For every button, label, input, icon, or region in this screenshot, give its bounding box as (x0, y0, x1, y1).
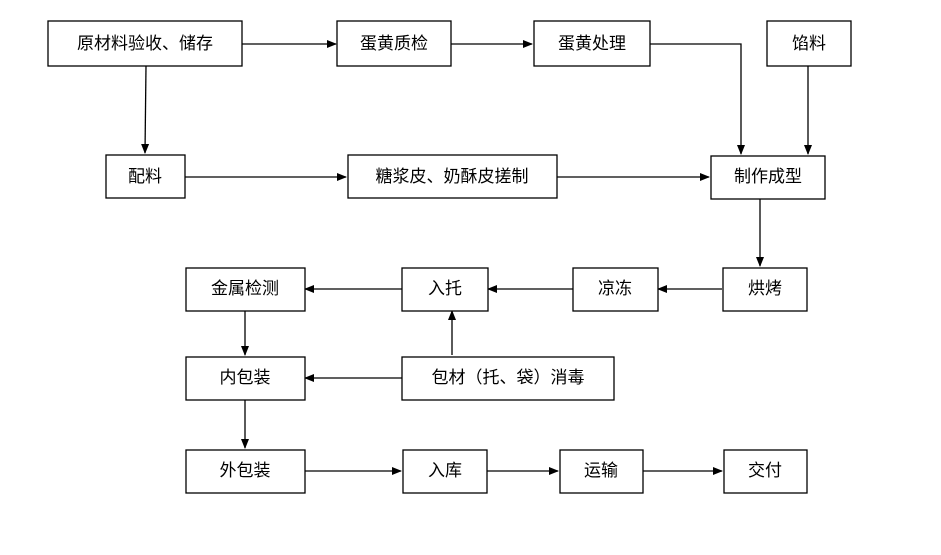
node-cooling: 凉冻 (572, 267, 659, 312)
node-yolk-processing: 蛋黄处理 (533, 20, 651, 67)
node-forming: 制作成型 (710, 155, 826, 200)
node-label: 金属检测 (211, 279, 279, 299)
node-label: 包材（托、袋）消毒 (432, 368, 585, 388)
node-raw-materials: 原材料验收、储存 (47, 20, 243, 67)
node-label: 内包装 (220, 368, 271, 388)
node-label: 原材料验收、储存 (77, 34, 213, 54)
node-skin-kneading: 糖浆皮、奶酥皮搓制 (347, 154, 558, 199)
node-delivery: 交付 (723, 449, 808, 494)
node-outer-packaging: 外包装 (185, 449, 306, 494)
node-label: 运输 (584, 461, 618, 481)
nodes: 原材料验收、储存 蛋黄质检 蛋黄处理 馅料 配料 糖浆皮、奶酥皮搓制 制作成型 (47, 20, 852, 494)
node-label: 烘烤 (748, 279, 782, 299)
node-label: 馅料 (792, 34, 826, 54)
node-label: 入托 (428, 279, 462, 299)
node-baking: 烘烤 (722, 267, 808, 312)
node-yolk-inspection: 蛋黄质检 (336, 20, 452, 67)
node-label: 外包装 (220, 461, 271, 481)
node-packaging-disinfection: 包材（托、袋）消毒 (401, 356, 615, 401)
node-label: 交付 (748, 461, 782, 481)
edge-yolkproc-to-forming (650, 43, 745, 155)
node-filling: 馅料 (766, 20, 852, 67)
node-inner-packaging: 内包装 (185, 356, 306, 401)
node-tray-loading: 入托 (401, 267, 489, 312)
edge-raw-to-batching (141, 65, 150, 154)
node-label: 蛋黄处理 (558, 34, 626, 54)
node-label: 制作成型 (734, 167, 802, 187)
node-batching: 配料 (105, 154, 186, 199)
node-label: 配料 (128, 167, 162, 187)
node-warehousing: 入库 (402, 449, 488, 494)
edges (141, 40, 812, 475)
node-metal-detection: 金属检测 (185, 267, 306, 312)
node-label: 凉冻 (598, 279, 632, 299)
node-transport: 运输 (559, 449, 644, 494)
node-label: 蛋黄质检 (360, 34, 428, 54)
node-label: 入库 (428, 461, 462, 481)
node-label: 糖浆皮、奶酥皮搓制 (376, 167, 529, 187)
